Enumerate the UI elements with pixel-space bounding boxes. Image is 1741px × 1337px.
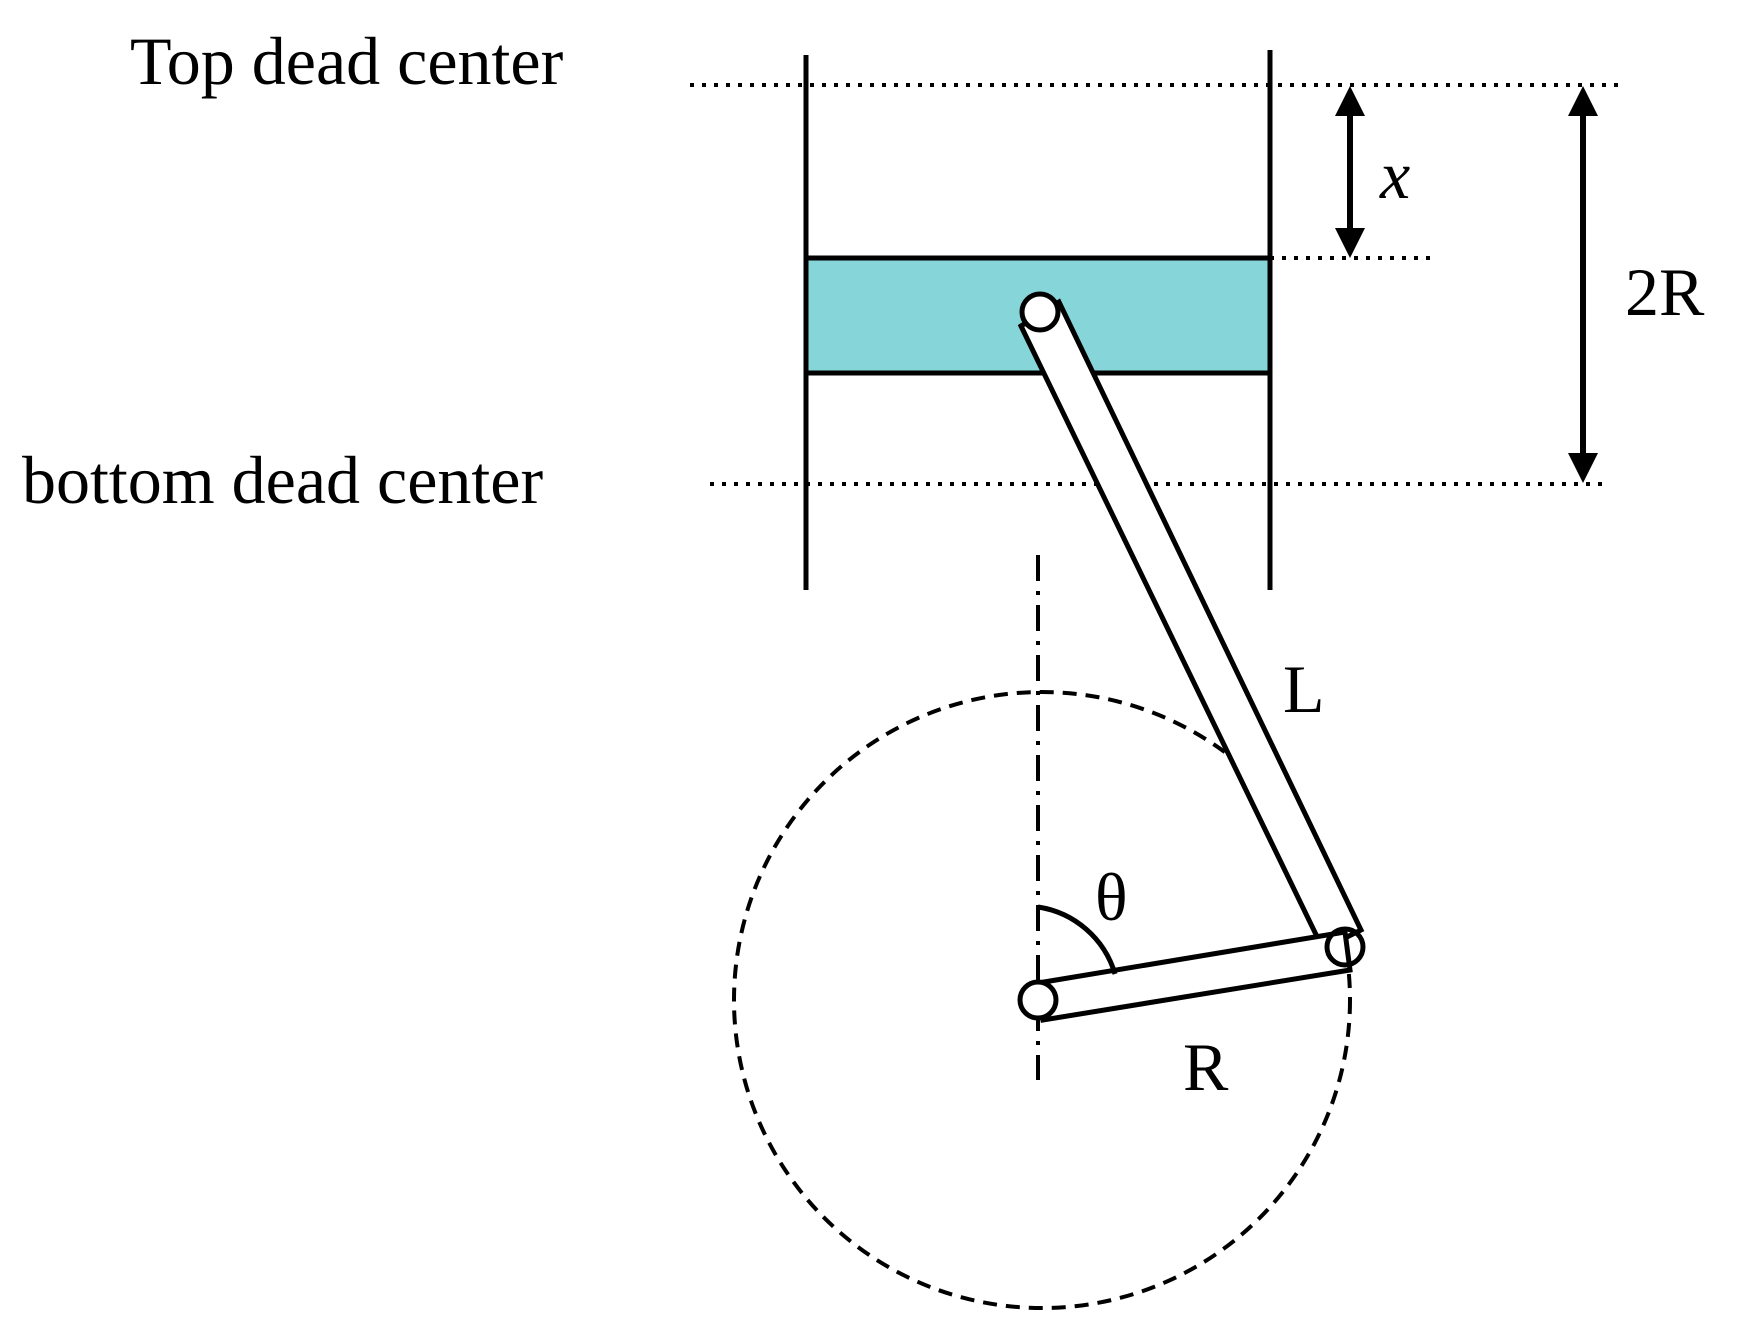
piston-pin <box>1019 291 1061 333</box>
two-r-label: 2R <box>1625 254 1705 330</box>
crank-pin <box>1324 926 1366 968</box>
r-label: R <box>1183 1029 1229 1105</box>
crank-circle <box>732 690 1352 1310</box>
theta-angle-arc <box>1037 904 1118 975</box>
x-label: x <box>1379 137 1410 213</box>
bottom-dead-center-label: bottom dead center <box>22 442 543 518</box>
top-dead-center-label: Top dead center <box>130 23 564 99</box>
crankshaft-pin <box>1017 979 1059 1021</box>
crank-arm <box>1035 929 1353 1023</box>
theta-label: θ <box>1095 859 1128 935</box>
l-label: L <box>1283 651 1325 727</box>
connecting-rod <box>1017 298 1365 953</box>
